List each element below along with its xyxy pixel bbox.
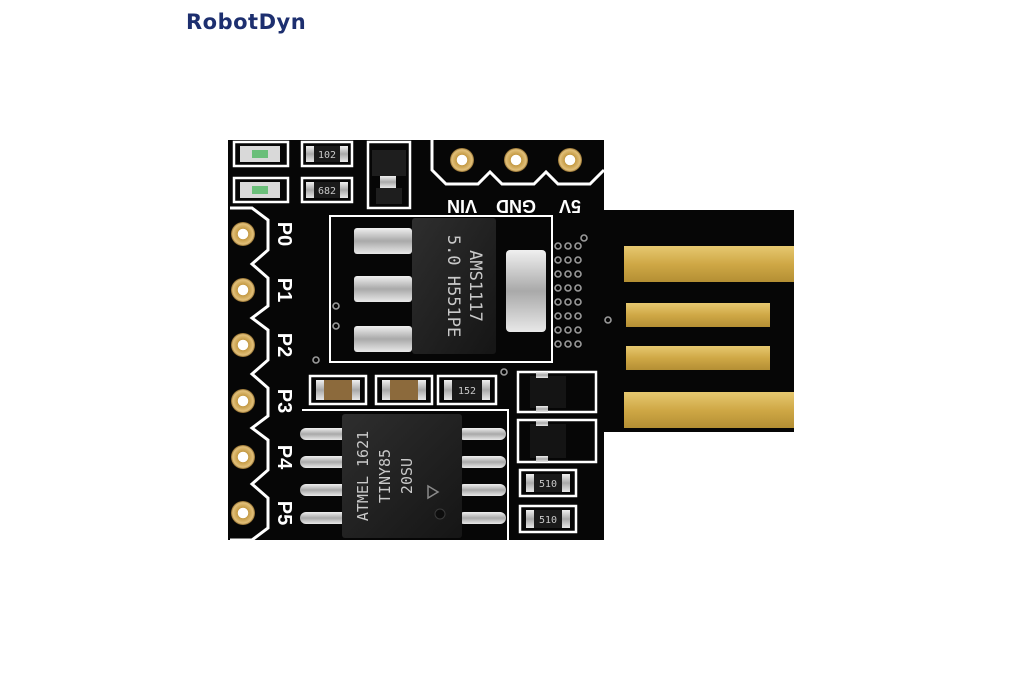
pin-label-p3: P3 xyxy=(273,389,295,413)
pin-label-p5: P5 xyxy=(273,501,295,525)
pin-label-p0: P0 xyxy=(273,222,295,246)
r-top-code: 102 xyxy=(318,150,336,161)
mcu-line3: 20SU xyxy=(398,458,416,494)
resistors-bottom: 510 510 xyxy=(518,468,578,534)
top-pin-pads xyxy=(450,148,582,172)
left-pin-pads xyxy=(231,222,255,525)
pin-label-5v: 5V xyxy=(559,196,581,216)
usb-contacts xyxy=(624,246,794,428)
pin-label-p2: P2 xyxy=(273,333,295,357)
mcu-silkscreen xyxy=(302,409,509,540)
top-pin-labels: 5V GND VIN xyxy=(447,196,581,216)
left-pin-labels: P0 P1 P2 P3 P4 P5 xyxy=(273,222,295,525)
pin-label-p4: P4 xyxy=(273,445,295,470)
via-grid xyxy=(312,234,612,376)
regulator-line2: 5.0 H551PE xyxy=(443,235,463,337)
r-mid-code: 152 xyxy=(458,386,476,397)
regulator-pins xyxy=(354,228,546,352)
brand-name: RobotDyn xyxy=(186,10,307,34)
r-bottom2-code: 510 xyxy=(539,515,557,526)
regulator-line1: AMS1117 xyxy=(465,250,485,322)
mcu-line2: TINY85 xyxy=(376,449,394,503)
regulator-chip: AMS1117 5.0 H551PE xyxy=(412,218,496,354)
diode-top xyxy=(366,140,412,210)
pin-label-p1: P1 xyxy=(273,278,295,302)
mcu-chip: ATMEL 1621 TINY85 20SU xyxy=(342,414,462,538)
r-second-code: 682 xyxy=(318,186,336,197)
capacitors-middle: 152 xyxy=(308,374,498,406)
top-header-silkscreen xyxy=(430,140,606,186)
mcu-pins xyxy=(300,428,506,524)
left-header-silkscreen xyxy=(230,206,270,542)
resistors-top: 102 682 xyxy=(300,140,354,204)
mcu-line1: ATMEL 1621 xyxy=(354,431,372,521)
zener-diodes xyxy=(516,370,598,464)
regulator-silkscreen xyxy=(329,215,553,363)
r-bottom1-code: 510 xyxy=(539,479,557,490)
led-components xyxy=(232,140,290,204)
pin-label-vin: VIN xyxy=(447,196,477,216)
brand-logo: RobotDyn xyxy=(186,10,306,34)
pin-label-gnd: GND xyxy=(496,196,536,216)
